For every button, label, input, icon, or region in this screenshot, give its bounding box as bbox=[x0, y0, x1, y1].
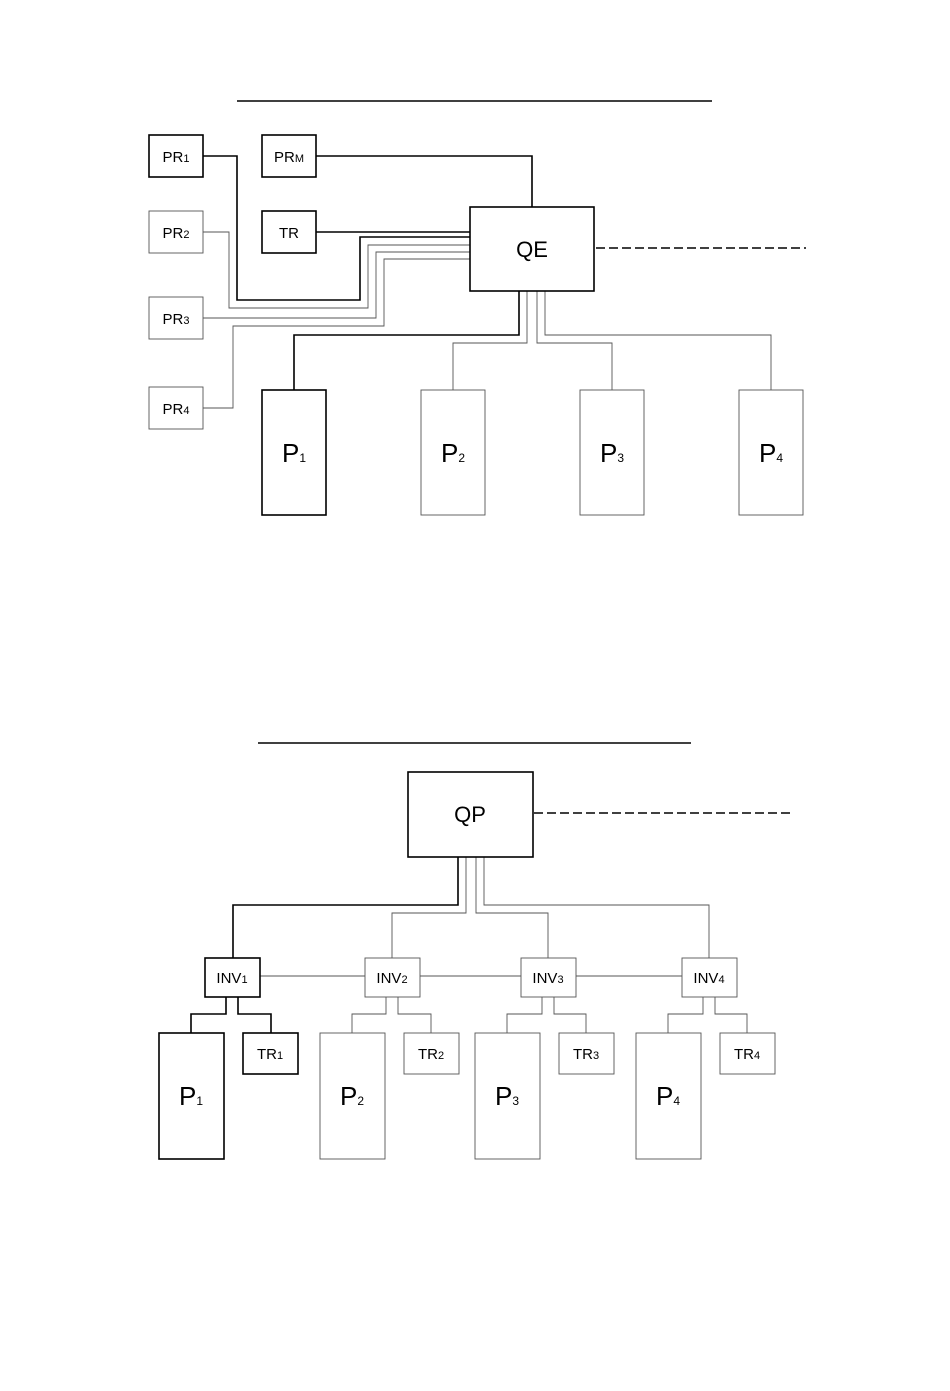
bottom-pump-4-subscript: 4 bbox=[673, 1094, 680, 1108]
wire-inv3-p3 bbox=[507, 997, 542, 1033]
sensor-pr2: PR2 bbox=[149, 211, 203, 253]
transducer-2-subscript: 2 bbox=[438, 1050, 444, 1062]
bottom-pump-3: P3 bbox=[475, 1033, 540, 1159]
inverter-2: INV2 bbox=[365, 958, 420, 997]
transducer-4: TR4 bbox=[720, 1033, 775, 1074]
wire-inv4-p4 bbox=[668, 997, 703, 1033]
wire-inv1-p1 bbox=[191, 997, 226, 1033]
sensor-prm: PRM bbox=[262, 135, 316, 177]
wire-inv1-tr1 bbox=[238, 997, 271, 1033]
inverter-3-subscript: 3 bbox=[557, 974, 563, 986]
sensor-tr-label: TR bbox=[279, 225, 299, 242]
bottom-pump-3-subscript: 3 bbox=[512, 1094, 519, 1108]
wire-prm-qe bbox=[316, 156, 532, 207]
top-pump-2-label: P bbox=[441, 438, 458, 468]
top-pump-1-subscript: 1 bbox=[299, 451, 306, 465]
wire-qe-p1 bbox=[294, 291, 519, 390]
wire-qp-inv1 bbox=[233, 857, 458, 958]
bottom-pump-1: P1 bbox=[159, 1033, 224, 1159]
wire-qe-p4 bbox=[545, 291, 771, 390]
wire-pr4-qe bbox=[203, 259, 470, 408]
wire-qp-inv3 bbox=[476, 857, 548, 958]
controller-qe-label: QE bbox=[516, 237, 548, 262]
sensor-pr3-subscript: 3 bbox=[183, 315, 189, 327]
bottom-pump-2: P2 bbox=[320, 1033, 385, 1159]
sensor-pr4-label: PR bbox=[163, 401, 184, 418]
inverter-2-subscript: 2 bbox=[401, 974, 407, 986]
wire-inv3-tr3 bbox=[554, 997, 586, 1033]
bottom-pump-2-subscript: 2 bbox=[357, 1094, 364, 1108]
bottom-pump-1-subscript: 1 bbox=[196, 1094, 203, 1108]
transducer-3: TR3 bbox=[559, 1033, 614, 1074]
bottom-pump-4: P4 bbox=[636, 1033, 701, 1159]
inverter-4: INV4 bbox=[682, 958, 737, 997]
top-pump-1-label: P bbox=[282, 438, 299, 468]
sensor-prm-subscript: M bbox=[295, 153, 304, 165]
transducer-3-label: TR bbox=[573, 1046, 593, 1063]
inverter-2-label: INV bbox=[376, 970, 401, 987]
inverter-4-subscript: 4 bbox=[718, 974, 724, 986]
sensor-pr2-label: PR bbox=[163, 225, 184, 242]
sensor-prm-label: PR bbox=[274, 149, 295, 166]
sensor-pr4-subscript: 4 bbox=[183, 405, 189, 417]
top-pump-2: P2 bbox=[421, 390, 485, 515]
top-pump-2-subscript: 2 bbox=[458, 451, 465, 465]
wire-inv4-tr4 bbox=[715, 997, 747, 1033]
sensor-pr3: PR3 bbox=[149, 297, 203, 339]
sensor-pr1-subscript: 1 bbox=[183, 153, 189, 165]
controller-qp-label: QP bbox=[454, 802, 486, 827]
inverter-1: INV1 bbox=[205, 958, 260, 997]
transducer-2: TR2 bbox=[404, 1033, 459, 1074]
bottom-pump-1-label: P bbox=[179, 1081, 196, 1111]
controller-qp: QP bbox=[408, 772, 533, 857]
wire-pr2-qe bbox=[203, 232, 470, 308]
transducer-2-label: TR bbox=[418, 1046, 438, 1063]
transducer-1: TR1 bbox=[243, 1033, 298, 1074]
inverter-4-label: INV bbox=[693, 970, 718, 987]
sensor-pr4: PR4 bbox=[149, 387, 203, 429]
inverter-1-label: INV bbox=[216, 970, 241, 987]
sensor-pr2-subscript: 2 bbox=[183, 229, 189, 241]
top-pump-3-subscript: 3 bbox=[617, 451, 624, 465]
bottom-pump-2-label: P bbox=[340, 1081, 357, 1111]
controller-qe: QE bbox=[470, 207, 594, 291]
transducer-4-subscript: 4 bbox=[754, 1050, 760, 1062]
wire-qe-p2 bbox=[453, 291, 527, 390]
sensor-pr1: PR1 bbox=[149, 135, 203, 177]
top-pump-4-label: P bbox=[759, 438, 776, 468]
top-pump-3: P3 bbox=[580, 390, 644, 515]
wire-qp-inv4 bbox=[484, 857, 709, 958]
sensor-tr: TR bbox=[262, 211, 316, 253]
wire-pr1-qe bbox=[203, 156, 470, 300]
bottom-pump-4-label: P bbox=[656, 1081, 673, 1111]
top-pump-1: P1 bbox=[262, 390, 326, 515]
transducer-3-subscript: 3 bbox=[593, 1050, 599, 1062]
inverter-1-subscript: 1 bbox=[241, 974, 247, 986]
wire-inv2-p2 bbox=[352, 997, 386, 1033]
transducer-1-subscript: 1 bbox=[277, 1050, 283, 1062]
inverter-3: INV3 bbox=[521, 958, 576, 997]
top-pump-3-label: P bbox=[600, 438, 617, 468]
bottom-diagram: QP INV1 INV2 INV3 INV4 TR1 TR2 bbox=[159, 743, 794, 1159]
inverter-3-label: INV bbox=[532, 970, 557, 987]
wire-qe-p3 bbox=[537, 291, 612, 390]
wire-qp-inv2 bbox=[392, 857, 466, 958]
wire-inv2-tr2 bbox=[398, 997, 431, 1033]
top-pump-4-subscript: 4 bbox=[776, 451, 783, 465]
bottom-pump-3-label: P bbox=[495, 1081, 512, 1111]
sensor-pr1-label: PR bbox=[163, 149, 184, 166]
sensor-pr3-label: PR bbox=[163, 311, 184, 328]
top-pump-4: P4 bbox=[739, 390, 803, 515]
transducer-1-label: TR bbox=[257, 1046, 277, 1063]
top-diagram: PR1 PRM PR2 TR PR3 PR4 QE P bbox=[149, 101, 806, 515]
transducer-4-label: TR bbox=[734, 1046, 754, 1063]
